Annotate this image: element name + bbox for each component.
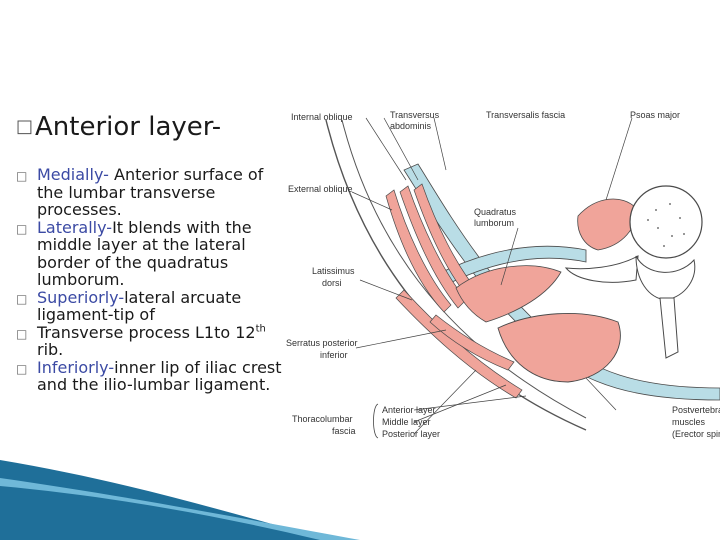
- bullet-text: inner lip of iliac crest and the ilio-lu…: [37, 357, 282, 394]
- bullet-marker-icon: □: [16, 326, 28, 341]
- bullet-keyword: Medially-: [37, 165, 109, 184]
- slide-heading: □Anterior layer-: [16, 112, 221, 142]
- bullet-text: It blends with the middle layer at the l…: [37, 217, 252, 289]
- heading-text: Anterior layer-: [35, 112, 222, 142]
- bullet-item-medially: □ Medially- Anterior surface of the lumb…: [16, 166, 286, 219]
- fascia-upper-band: [435, 245, 587, 287]
- label-psoas-major: Psoas major: [630, 110, 680, 120]
- label-external-oblique: External oblique: [288, 184, 353, 194]
- label-quadratus: Quadratus: [474, 207, 517, 217]
- label-transversalis-fascia: Transversalis fascia: [486, 110, 565, 120]
- label-internal-oblique: Internal oblique: [291, 112, 353, 122]
- label-dorsi: dorsi: [322, 278, 342, 288]
- serratus-posterior-muscle: [429, 314, 515, 371]
- bullet-text: Transverse process L1to 12: [37, 322, 256, 342]
- label-serratus-inferior: inferior: [320, 350, 348, 360]
- bullet-item-transverse-process: □ Transverse process L1to 12th rib.: [16, 322, 286, 359]
- bullet-keyword: Superiorly-: [37, 287, 125, 307]
- label-posterior-layer: Posterior layer: [382, 429, 440, 439]
- label-postvertebral: Postvertebral: [672, 405, 720, 415]
- bullet-keyword: Laterally-: [37, 217, 113, 237]
- internal-oblique-muscle: [399, 185, 467, 309]
- bullet-text: Anterior surface of the lumbar transvers…: [37, 165, 264, 219]
- bracket: [373, 403, 379, 439]
- thoracolumbar-fascia-diagram: Internal oblique Transversus abdominis T…: [286, 110, 720, 439]
- label-middle-layer: Middle layer: [382, 417, 431, 427]
- label-anterior-layer: Anterior layer: [382, 405, 436, 415]
- bullet-marker-icon: □: [16, 169, 28, 183]
- leader-lines: [351, 117, 633, 435]
- transverse-process: [564, 255, 639, 283]
- label-erector-spinae: (Erector spin: [672, 429, 720, 439]
- heading-bullet-icon: □: [16, 116, 34, 137]
- external-oblique-muscle: [385, 189, 452, 313]
- label-fascia: fascia: [332, 426, 356, 436]
- bullet-list: □ Medially- Anterior surface of the lumb…: [16, 166, 286, 394]
- quadratus-lumborum-muscle: [455, 265, 562, 323]
- label-abdominis: abdominis: [390, 121, 432, 131]
- bullet-marker-icon: □: [16, 221, 28, 236]
- label-latissimus: Latissimus: [312, 266, 355, 276]
- bullet-text-end: rib.: [37, 340, 64, 359]
- vertebral-body: [629, 185, 703, 259]
- erector-spinae-muscle: [497, 312, 621, 383]
- label-muscles: muscles: [672, 417, 706, 427]
- bullet-item-inferiorly: □ Inferiorly-inner lip of iliac crest an…: [16, 357, 286, 394]
- bone-texture-dots: [647, 203, 685, 247]
- outer-boundary-line-2: [341, 119, 587, 419]
- psoas-major-muscle: [577, 198, 637, 251]
- label-thoracolumbar: Thoracolumbar: [292, 414, 353, 424]
- label-serratus-posterior: Serratus posterior: [286, 338, 358, 348]
- bullet-item-superiorly: □ Superiorly-lateral arcuate ligament-ti…: [16, 287, 286, 324]
- bullet-item-laterally: □ Laterally-It blends with the middle la…: [16, 217, 286, 289]
- label-transversus: Transversus: [390, 110, 440, 120]
- bullet-superscript: th: [255, 323, 266, 335]
- label-lumborum: lumborum: [474, 218, 514, 228]
- spinous-process: [659, 297, 679, 359]
- bullet-marker-icon: □: [16, 361, 28, 376]
- bullet-marker-icon: □: [16, 291, 28, 306]
- footer-decoration: [0, 460, 360, 540]
- vertebral-arch: [635, 255, 696, 301]
- bullet-text: lateral arcuate ligament-tip of: [37, 287, 242, 324]
- bullet-keyword: Inferiorly-: [37, 357, 115, 377]
- footer-accent-band: [0, 478, 360, 540]
